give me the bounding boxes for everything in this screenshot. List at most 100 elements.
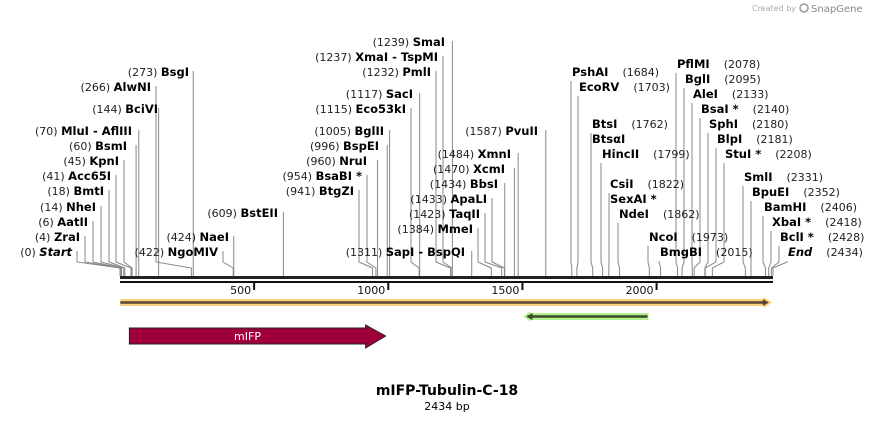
enzyme-name: CsiI xyxy=(610,177,634,191)
site-leader-line xyxy=(617,223,621,276)
enzyme-name: NgoMIV xyxy=(168,245,218,259)
site-label[interactable]: (1117) SacI xyxy=(346,87,413,101)
enzyme-name: BsaI * xyxy=(701,102,739,116)
site-label[interactable]: NcoI(1973) xyxy=(649,230,728,244)
site-label[interactable]: End(2434) xyxy=(788,245,863,259)
enzyme-name: NdeI xyxy=(619,207,649,221)
site-label[interactable]: (266) AlwNI xyxy=(81,80,151,94)
site-label[interactable]: BtsαI xyxy=(592,132,625,146)
site-position: (18) xyxy=(47,185,73,198)
enzyme-name: AatII xyxy=(57,215,88,229)
feature-arrow-mifp[interactable] xyxy=(128,324,387,349)
site-label[interactable]: (1433) ApaLI xyxy=(410,192,487,206)
site-label[interactable]: (1005) BglII xyxy=(314,124,384,138)
site-label[interactable]: SexAI * xyxy=(610,192,657,206)
site-label[interactable]: (996) BspEI xyxy=(310,139,379,153)
site-label[interactable]: (273) BsgI xyxy=(128,65,189,79)
site-leader-line xyxy=(108,190,126,276)
site-leader-line xyxy=(742,186,746,276)
site-label[interactable]: AleI(2133) xyxy=(693,87,769,101)
ruler-tick xyxy=(387,283,390,290)
site-label[interactable]: (960) NruI xyxy=(306,154,367,168)
site-label[interactable]: PshAI(1684) xyxy=(572,65,659,79)
enzyme-name: BclI * xyxy=(780,230,814,244)
site-label[interactable]: BclI *(2428) xyxy=(780,230,864,244)
site-label[interactable]: (1311) SapI - BspQI xyxy=(346,245,465,259)
site-position: (422) xyxy=(135,246,168,259)
site-label[interactable]: BglI(2095) xyxy=(685,72,761,86)
site-leader-line xyxy=(770,246,780,276)
site-label[interactable]: (1587) PvuII xyxy=(465,124,538,138)
enzyme-name: KpnI xyxy=(89,154,119,168)
enzyme-name: BspEI xyxy=(343,139,379,153)
site-label[interactable]: (6) AatII xyxy=(38,215,88,229)
site-label[interactable]: (144) BciVI xyxy=(92,102,158,116)
site-label[interactable]: (14) NheI xyxy=(40,200,96,214)
site-position: (2406) xyxy=(820,201,857,214)
site-label[interactable]: (954) BsaBI * xyxy=(282,169,362,183)
site-position: (1423) xyxy=(409,208,449,221)
site-label[interactable]: (60) BsmI xyxy=(69,139,127,153)
site-position: (41) xyxy=(42,170,68,183)
enzyme-name: NheI xyxy=(66,200,96,214)
site-label[interactable]: BsaI * (2140) xyxy=(701,102,789,116)
site-label[interactable]: (1115) Eco53kI xyxy=(315,102,406,116)
site-leader-lines xyxy=(76,41,788,276)
sequence-length: 2434 bp xyxy=(424,400,469,413)
enzyme-name: XbaI * xyxy=(772,215,811,229)
site-label[interactable]: PflMI(2078) xyxy=(677,57,760,71)
site-label[interactable]: (1384) MmeI xyxy=(397,222,473,236)
site-label[interactable]: SphI(2180) xyxy=(709,117,789,131)
site-label[interactable]: (45) KpnI xyxy=(63,154,119,168)
site-leader-line xyxy=(762,216,766,276)
site-label[interactable]: (1434) BbsI xyxy=(430,177,498,191)
site-label[interactable]: (941) BtgZI xyxy=(286,184,354,198)
site-leader-line xyxy=(570,81,573,276)
site-label[interactable]: (1484) XmnI xyxy=(438,147,511,161)
enzyme-name: BsaBI * xyxy=(316,169,362,183)
site-label[interactable]: XbaI *(2418) xyxy=(772,215,862,229)
site-position: (1232) xyxy=(362,66,402,79)
site-position: (1973) xyxy=(692,231,729,244)
site-label[interactable]: (18) BmtI xyxy=(47,184,104,198)
enzyme-name: BlpI xyxy=(717,132,742,146)
enzyme-name: SexAI * xyxy=(610,192,657,206)
site-position: (273) xyxy=(128,66,161,79)
enzyme-name: SmaI xyxy=(413,35,445,49)
site-label[interactable]: (424) NaeI xyxy=(166,230,229,244)
site-label[interactable]: BamHI (2406) xyxy=(764,200,857,214)
site-label[interactable]: BpuEI(2352) xyxy=(752,185,840,199)
site-label[interactable]: SmlI(2331) xyxy=(744,170,823,184)
site-label[interactable]: (1470) XcmI xyxy=(433,162,505,176)
site-label[interactable]: EcoRV(1703) xyxy=(579,80,670,94)
ruler-tick-label: 1500 xyxy=(491,284,519,297)
site-label[interactable]: StuI *(2208) xyxy=(725,147,812,161)
enzyme-name: BamHI xyxy=(764,200,806,214)
site-position: (1484) xyxy=(438,148,478,161)
site-label[interactable]: (0) Start xyxy=(20,245,72,259)
site-label[interactable]: (41) Acc65I xyxy=(42,169,111,183)
site-label[interactable]: (1232) PmlI xyxy=(362,65,431,79)
site-label[interactable]: (1423) TaqII xyxy=(409,207,480,221)
site-label[interactable]: (1239) SmaI xyxy=(373,35,445,49)
site-label[interactable]: (422) NgoMIV xyxy=(135,245,219,259)
site-label[interactable]: (1237) XmaI - TspMI xyxy=(315,50,438,64)
site-position: (2140) xyxy=(753,103,790,116)
site-label[interactable]: (4) ZraI xyxy=(35,230,80,244)
site-label[interactable]: BlpI(2181) xyxy=(717,132,793,146)
reverse-arrow-tip-icon xyxy=(526,313,533,320)
site-label[interactable]: (70) MluI - AflIII xyxy=(35,124,132,138)
site-position: (1684) xyxy=(622,66,659,79)
site-position: (2352) xyxy=(803,186,840,199)
site-label[interactable]: NdeI(1862) xyxy=(619,207,700,221)
site-leader-line xyxy=(484,213,503,276)
site-label[interactable]: (609) BstEII xyxy=(207,206,278,220)
site-label[interactable]: BmgBI(2015) xyxy=(660,245,753,259)
site-leader-line xyxy=(675,73,678,276)
snapgene-credit: Created by SnapGene xyxy=(752,3,863,15)
site-label[interactable]: CsiI(1822) xyxy=(610,177,684,191)
enzyme-name: TaqII xyxy=(449,207,480,221)
site-label[interactable]: BtsI(1762) xyxy=(592,117,668,131)
site-leader-line xyxy=(693,118,701,276)
site-label[interactable]: HincII(1799) xyxy=(602,147,690,161)
